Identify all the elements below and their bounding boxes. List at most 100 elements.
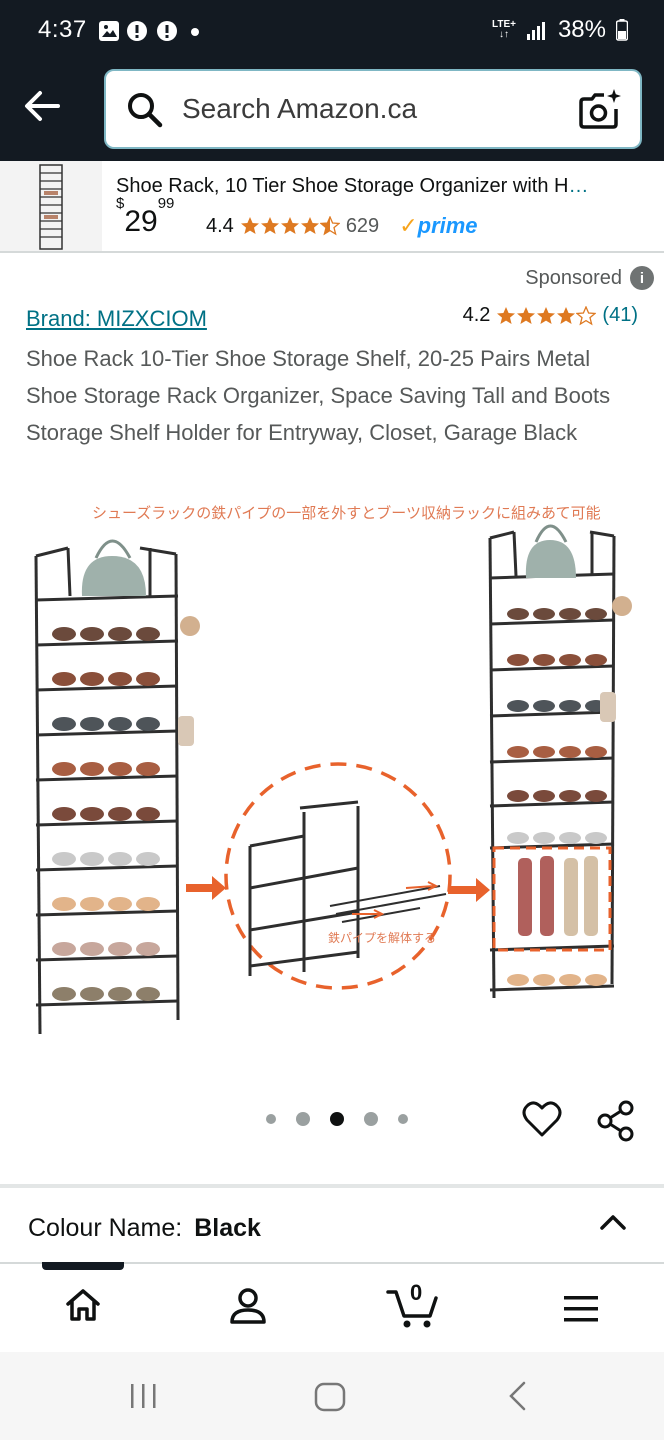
shoe <box>52 627 76 641</box>
shoe <box>52 717 76 731</box>
home-system-icon[interactable] <box>314 1382 346 1412</box>
product-image[interactable]: 鉄パイプを解体する <box>0 496 664 1056</box>
shoe <box>559 832 581 844</box>
shoe <box>507 790 529 802</box>
shoe <box>136 807 160 821</box>
rack-shelf <box>489 944 615 952</box>
shoe <box>507 700 529 712</box>
pager-dot[interactable] <box>398 1114 408 1124</box>
rack-shelf <box>489 756 615 764</box>
shoe <box>52 762 76 776</box>
wishlist-heart-icon[interactable] <box>522 1100 562 1138</box>
pager-dot-active[interactable] <box>330 1112 344 1126</box>
cart-icon <box>386 1290 438 1328</box>
system-nav-bar <box>0 1352 664 1440</box>
shoe <box>108 987 132 1001</box>
shoe <box>108 627 132 641</box>
shoe <box>585 746 607 758</box>
shoe <box>80 852 104 866</box>
bottom-nav: 0 <box>0 1262 664 1352</box>
shoe <box>585 608 607 620</box>
brand-link[interactable]: Brand: MIZXCIOM <box>26 306 207 331</box>
shoe <box>559 700 581 712</box>
shoe <box>108 942 132 956</box>
pager-dot[interactable] <box>266 1114 276 1124</box>
shoe <box>559 608 581 620</box>
colour-value: Black <box>194 1214 261 1242</box>
status-bar: 4:37 LTE+↓↑ 38% <box>0 0 664 62</box>
sticky-product-bar[interactable]: Shoe Rack, 10 Tier Shoe Storage Organize… <box>0 161 664 253</box>
back-system-icon[interactable] <box>504 1380 530 1412</box>
camera-search-icon[interactable] <box>578 87 622 131</box>
recent-apps-icon[interactable] <box>128 1382 158 1410</box>
shoe <box>559 790 581 802</box>
cart-button[interactable]: 0 <box>386 1280 440 1330</box>
shoe <box>52 807 76 821</box>
info-icon[interactable]: i <box>630 266 654 290</box>
arrow-right-icon <box>186 876 226 900</box>
search-icon <box>128 93 163 128</box>
shoe <box>585 832 607 844</box>
shoe <box>80 762 104 776</box>
boot-section-highlight <box>492 846 612 952</box>
rack-shelf <box>35 909 179 917</box>
rack-shelf <box>35 864 179 872</box>
shoe <box>108 897 132 911</box>
menu-hamburger-icon[interactable] <box>562 1294 600 1324</box>
rack-shelf <box>489 800 615 808</box>
pager-dot[interactable] <box>296 1112 310 1126</box>
shoe <box>533 700 555 712</box>
product-thumbnail <box>0 161 102 251</box>
review-count-link[interactable]: (41) <box>602 304 638 326</box>
product-rating[interactable]: 4.2 (41) <box>463 304 638 327</box>
back-arrow-icon[interactable] <box>22 86 62 126</box>
sticky-product-price: $2999 <box>116 195 175 238</box>
image-pager[interactable] <box>266 1112 408 1126</box>
shoe <box>136 897 160 911</box>
shoe <box>533 654 555 666</box>
chevron-up-icon[interactable] <box>598 1208 628 1238</box>
colour-selector[interactable]: Colour Name:Black <box>28 1214 261 1243</box>
shoe <box>533 974 555 986</box>
sticky-review-count: 629 <box>345 214 380 237</box>
rating-value: 4.2 <box>462 304 491 326</box>
gallery-notification-icon <box>99 21 119 41</box>
sticky-product-rating[interactable]: 4.4 629 ✓prime <box>206 213 478 239</box>
shoe <box>136 987 160 1001</box>
sponsored-label[interactable]: Sponsored i <box>525 266 654 290</box>
shoe <box>559 974 581 986</box>
rack-shelf <box>489 618 615 626</box>
rack-shelf <box>35 729 179 737</box>
shoe <box>52 672 76 686</box>
prime-badge: ✓prime <box>399 213 478 238</box>
pager-dot[interactable] <box>364 1112 378 1126</box>
shoe <box>80 942 104 956</box>
status-time: 4:37 <box>38 16 87 43</box>
shoe <box>108 807 132 821</box>
sticky-product-title[interactable]: Shoe Rack, 10 Tier Shoe Storage Organize… <box>116 175 589 197</box>
handbag-left <box>81 539 146 596</box>
rack-shelf <box>35 819 179 827</box>
star-rating-icon <box>496 305 597 326</box>
handbag-right <box>525 524 576 578</box>
shoe <box>80 807 104 821</box>
shoe <box>108 762 132 776</box>
arrow-right-icon-2 <box>448 878 490 902</box>
hooks-left <box>178 616 200 746</box>
rack-shelf <box>35 954 179 962</box>
alert-notification-icon <box>127 21 147 41</box>
shoe <box>533 746 555 758</box>
share-icon[interactable] <box>596 1100 636 1142</box>
account-icon[interactable] <box>228 1286 268 1326</box>
image-caption-top: シューズラックの鉄パイプの一部を外すとブーツ収納ラックに組みあて可能 <box>92 505 601 522</box>
home-icon[interactable] <box>64 1286 102 1324</box>
alert-notification-icon-2 <box>157 21 177 41</box>
search-input[interactable]: Search Amazon.ca <box>104 69 642 149</box>
boots <box>518 856 598 936</box>
shoe <box>108 672 132 686</box>
shoe <box>52 852 76 866</box>
rack-shelf <box>35 639 179 647</box>
shoe <box>80 897 104 911</box>
rack-shelf <box>489 664 615 672</box>
shoe <box>507 608 529 620</box>
